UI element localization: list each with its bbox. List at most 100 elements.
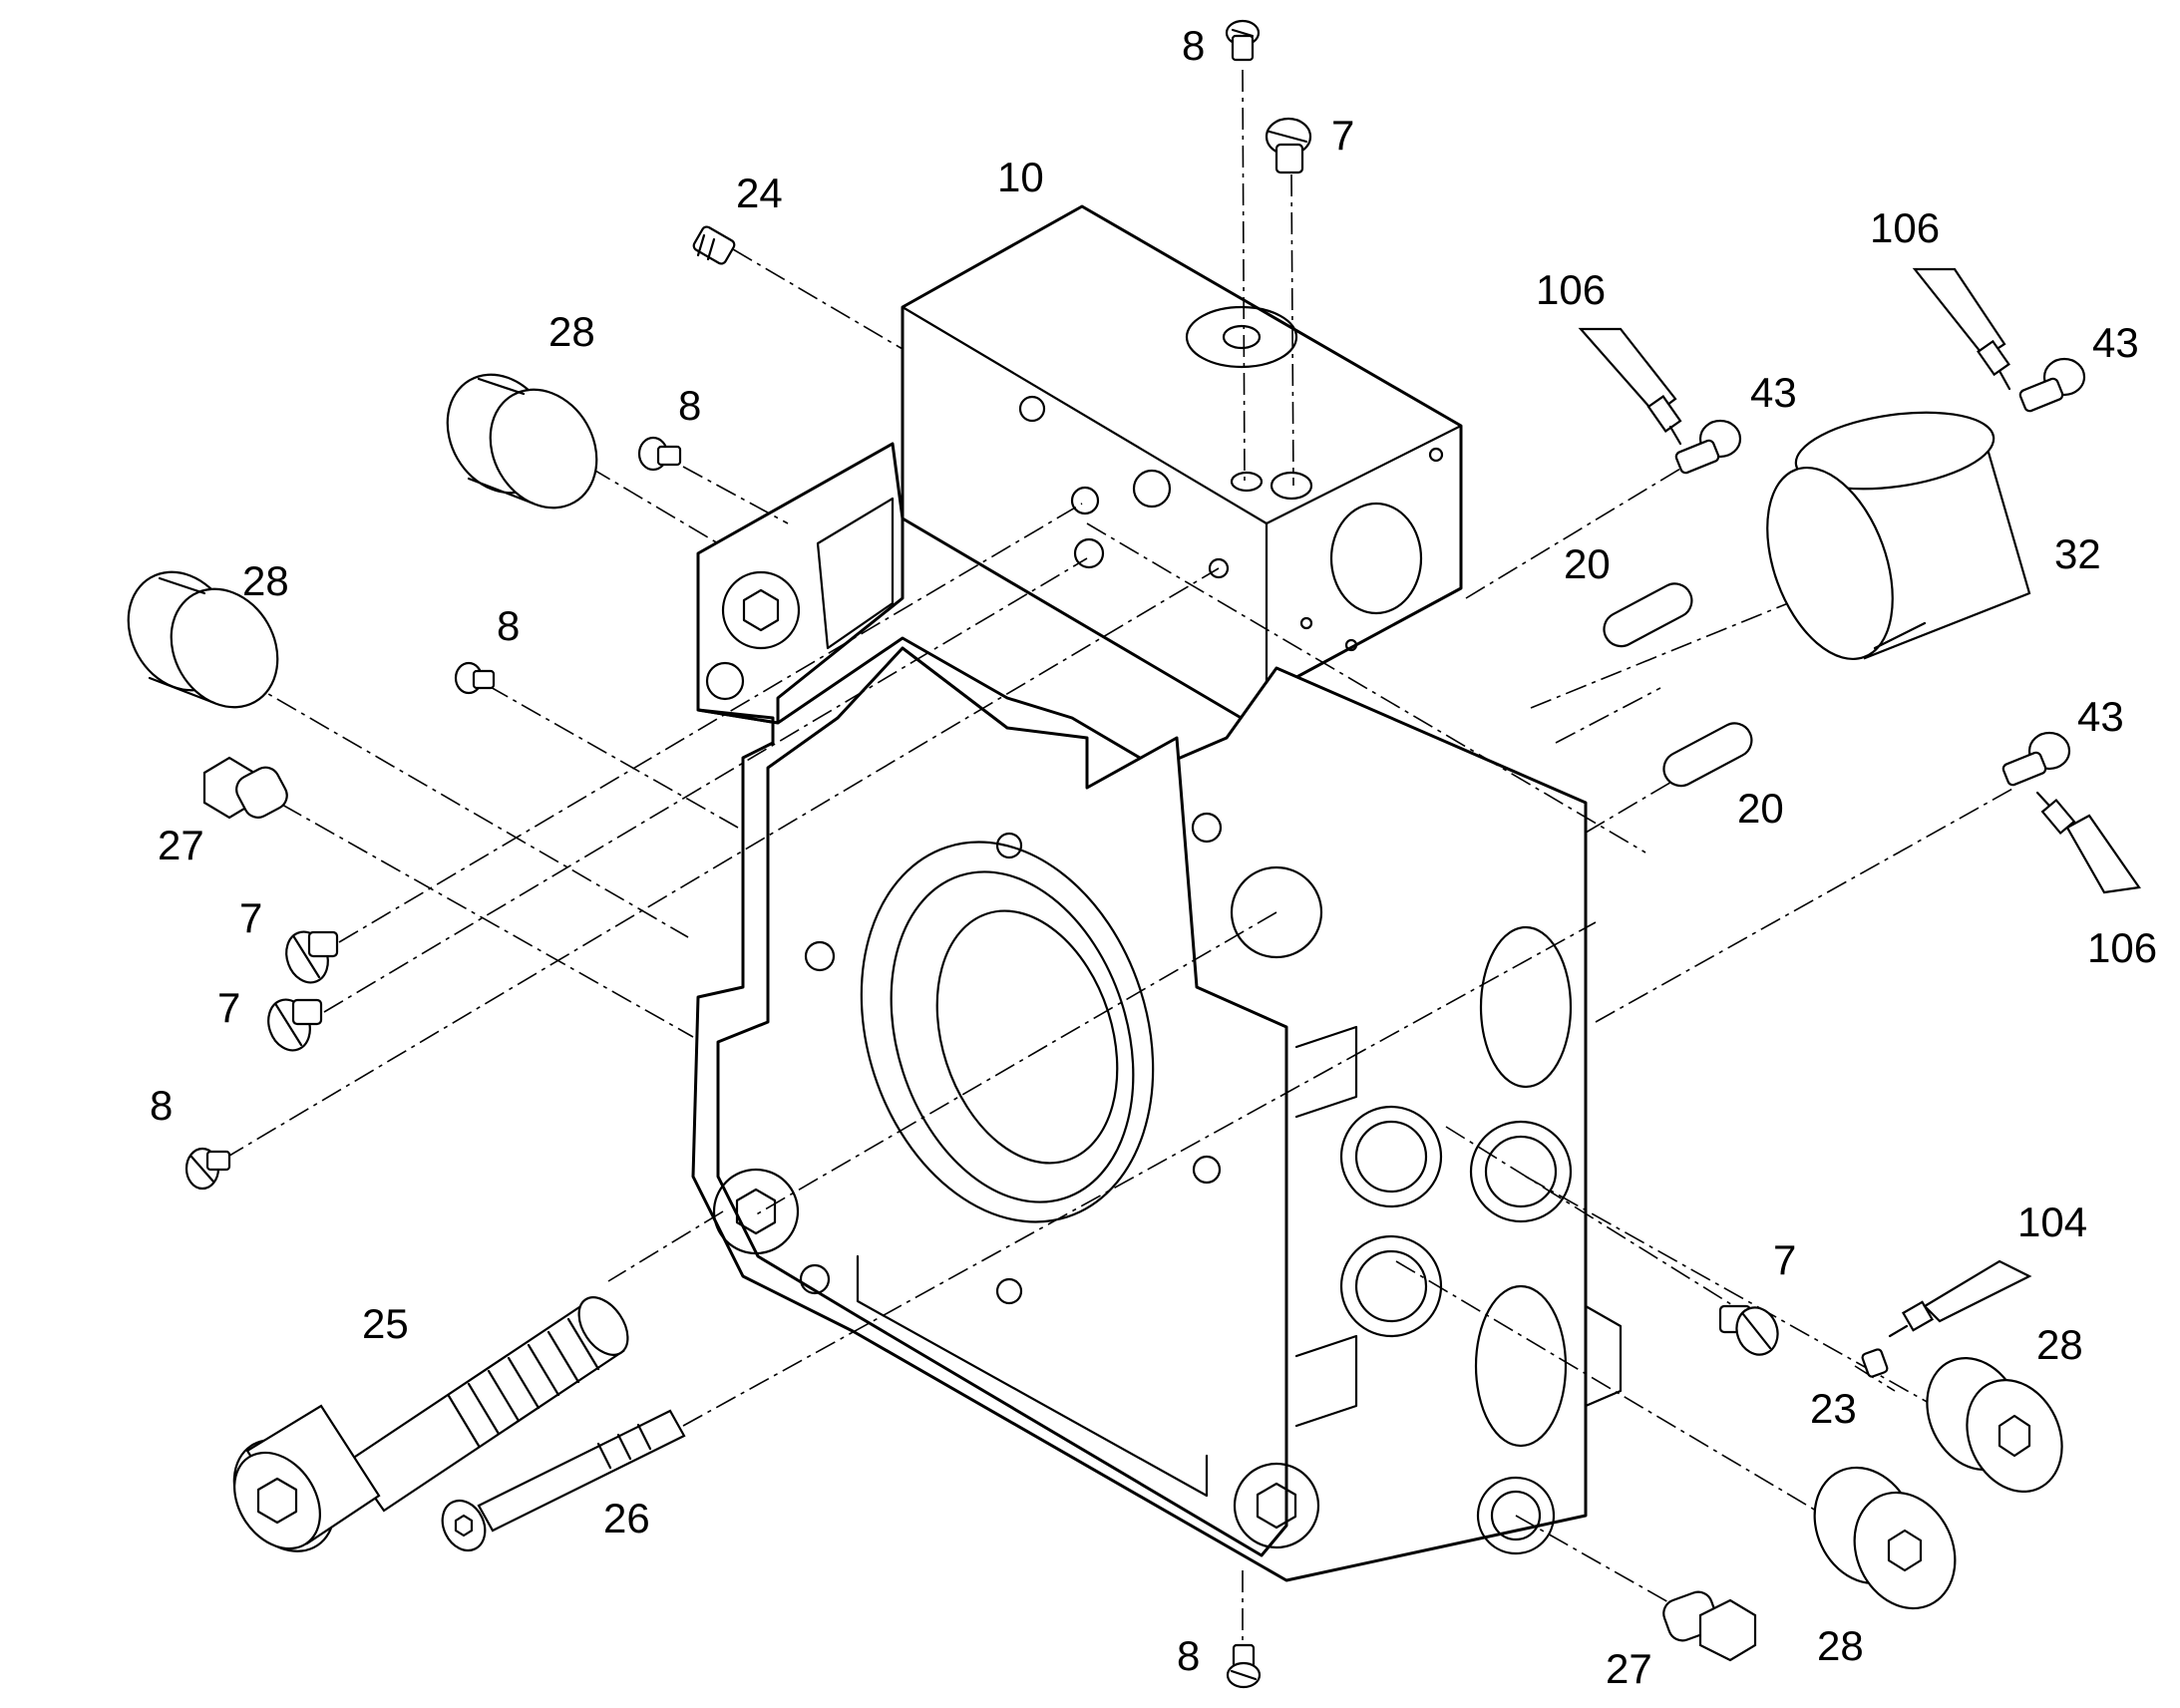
leader (607, 1210, 724, 1282)
port-ring-inner (1354, 1249, 1428, 1323)
leader (1530, 585, 1831, 709)
hole (1299, 616, 1313, 630)
screw-7-top (1265, 117, 1312, 174)
side-port (1479, 925, 1573, 1089)
callout-23: 23 (1810, 1385, 1857, 1432)
screw-8-a (637, 436, 682, 472)
hole (1428, 447, 1444, 463)
leader-lines (223, 69, 2015, 1670)
sealant-tube-106-a (1578, 327, 1682, 446)
hole (995, 1277, 1023, 1305)
hex-socket (1256, 1482, 1297, 1530)
hole (1208, 557, 1230, 579)
leader (243, 679, 689, 938)
top-small-hole (1270, 471, 1313, 501)
ear-bolt-seat (721, 570, 801, 650)
leader (1854, 1365, 1896, 1392)
top-port-recess (1185, 305, 1298, 369)
plug-28-a (446, 373, 598, 510)
main-bore-outer (860, 841, 1155, 1223)
callout-20: 20 (1564, 540, 1611, 587)
hole (1073, 537, 1105, 569)
top-port (1222, 324, 1262, 350)
housing (691, 204, 1623, 1582)
callout-106: 106 (2087, 924, 2157, 971)
callout-8: 8 (678, 382, 701, 429)
leader (1445, 1126, 1751, 1317)
plug-27-b (1662, 1590, 1757, 1662)
leader (1395, 1260, 1876, 1546)
side-notch (1294, 1025, 1358, 1119)
hole (1344, 638, 1358, 652)
bottom-rail (856, 1254, 1209, 1498)
screw-43-a (1674, 419, 1742, 475)
callout-7: 7 (217, 984, 240, 1031)
callout-104: 104 (2017, 1198, 2087, 1245)
screw-7-b (267, 998, 323, 1052)
callout-43: 43 (2092, 319, 2139, 366)
side-boss (1584, 1304, 1623, 1408)
callout-28: 28 (2036, 1321, 2083, 1368)
port-ring-inner (1354, 1120, 1428, 1194)
callout-43: 43 (2077, 693, 2124, 740)
callout-106: 106 (1870, 204, 1940, 251)
pin-20-a (1603, 582, 1693, 648)
hole (995, 832, 1023, 859)
callout-27: 27 (158, 822, 204, 868)
callout-8: 8 (497, 602, 520, 649)
leader (682, 466, 789, 524)
screw-8-b (454, 661, 496, 695)
hole (799, 1263, 831, 1295)
leader (338, 503, 1083, 943)
ear-hole (705, 661, 745, 701)
screw-8-bottom (1226, 1643, 1262, 1689)
set-screw-24 (692, 225, 736, 265)
leader (1515, 1515, 1701, 1621)
upper-block-edge (1265, 424, 1463, 525)
callout-26: 26 (603, 1495, 650, 1541)
housing-upper-block (901, 204, 1463, 735)
bottom-port (1476, 1476, 1556, 1555)
main-bore-inner (890, 870, 1135, 1203)
leader (732, 248, 904, 350)
leader (1290, 173, 1294, 487)
hex-socket (735, 1188, 777, 1235)
callout-8: 8 (150, 1082, 173, 1129)
screw-8-c (184, 1147, 231, 1191)
port-ring-inner (1484, 1135, 1558, 1208)
leader (1555, 687, 1661, 744)
cap-screw-25 (232, 1296, 629, 1552)
bottom-port-inner (1490, 1490, 1542, 1541)
hole (1191, 812, 1223, 844)
callout-7: 7 (1331, 112, 1354, 159)
pin-20-b (1662, 722, 1753, 788)
bottom-bolt-seat (1233, 1462, 1320, 1549)
hole (1018, 395, 1046, 423)
leader (1595, 787, 2015, 1023)
screw-7-a (285, 930, 339, 984)
leader (281, 804, 694, 1038)
callout-24: 24 (736, 170, 783, 216)
hole (804, 940, 836, 972)
callout-10: 10 (997, 154, 1044, 200)
screw-43-b (2018, 357, 2086, 413)
sealant-tube-106-c (2035, 791, 2141, 894)
hole (1192, 1155, 1222, 1185)
screw-7-c (1718, 1304, 1779, 1356)
bushing-32 (1766, 411, 2031, 661)
ear-hex-socket (742, 588, 780, 632)
side-port (1329, 502, 1423, 615)
upper-block-edge (901, 305, 1269, 525)
callout-28: 28 (1817, 1622, 1864, 1669)
ear-slot (816, 497, 895, 650)
leader (1525, 1176, 1971, 1427)
side-notch (1294, 1334, 1358, 1428)
callout-106: 106 (1536, 266, 1606, 313)
hole (1070, 486, 1100, 515)
callout-8: 8 (1182, 22, 1205, 69)
hole (1132, 469, 1172, 509)
callout-28: 28 (548, 308, 595, 355)
leader (752, 911, 1277, 1217)
